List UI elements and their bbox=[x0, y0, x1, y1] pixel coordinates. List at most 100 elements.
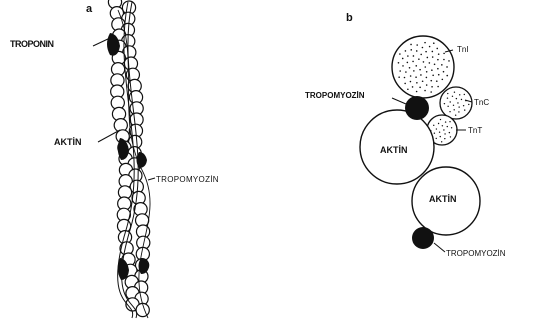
panel-b-label-aktin-2: AKTİN bbox=[429, 195, 457, 204]
stipple-dot bbox=[416, 91, 418, 93]
stipple-dot bbox=[463, 105, 464, 106]
stipple-dot bbox=[437, 68, 439, 70]
stipple-dot bbox=[454, 92, 455, 93]
troponin-blob bbox=[137, 152, 148, 168]
leader-line bbox=[148, 178, 155, 180]
stipple-dot bbox=[407, 62, 409, 64]
stipple-dot bbox=[433, 125, 434, 126]
stipple-dot bbox=[415, 65, 417, 67]
stipple-dot bbox=[432, 56, 434, 58]
stipple-dot bbox=[441, 141, 442, 142]
stipple-dot bbox=[456, 98, 457, 99]
stipple-dot bbox=[442, 125, 443, 126]
stipple-dot bbox=[429, 62, 431, 64]
tropomyosin-blob bbox=[412, 227, 434, 249]
stipple-dot bbox=[433, 42, 435, 44]
stipple-dot bbox=[447, 106, 448, 107]
stipple-dot bbox=[437, 86, 439, 88]
stipple-dot bbox=[447, 93, 448, 94]
stipple-dot bbox=[412, 86, 414, 88]
stipple-dot bbox=[432, 51, 434, 53]
stipple-dot bbox=[419, 69, 421, 71]
panel-a-label-troponin: TROPONIN bbox=[10, 40, 54, 49]
tropomyosin-blob bbox=[405, 96, 429, 120]
stipple-dot bbox=[434, 133, 435, 134]
stipple-dot bbox=[436, 138, 437, 139]
stipple-dot bbox=[418, 58, 420, 60]
leader-line bbox=[434, 243, 445, 252]
stipple-dot bbox=[438, 74, 440, 76]
stipple-dot bbox=[449, 132, 450, 133]
panel-b-label-tni: TnI bbox=[457, 46, 469, 54]
stipple-dot bbox=[438, 53, 440, 55]
stipple-dot bbox=[446, 66, 448, 68]
stipple-dot bbox=[430, 80, 432, 82]
stipple-dot bbox=[420, 54, 422, 56]
stipple-dot bbox=[449, 111, 450, 112]
stipple-dot bbox=[410, 75, 412, 77]
stipple-dot bbox=[443, 129, 444, 130]
stipple-dot bbox=[405, 50, 407, 52]
stipple-dot bbox=[413, 70, 415, 72]
tni-subunit bbox=[392, 36, 454, 98]
stipple-dot bbox=[439, 132, 440, 133]
leader-line bbox=[392, 98, 406, 104]
stipple-dot bbox=[420, 74, 422, 76]
stipple-dot bbox=[455, 115, 456, 116]
stipple-dot bbox=[426, 71, 428, 73]
stipple-dot bbox=[415, 76, 417, 78]
stipple-dot bbox=[443, 59, 445, 61]
stipple-dot bbox=[444, 138, 445, 139]
panel-b-label-aktin-1: AKTİN bbox=[380, 146, 408, 155]
stipple-dot bbox=[407, 55, 409, 57]
stipple-dot bbox=[402, 65, 404, 67]
stipple-dot bbox=[422, 47, 424, 49]
stipple-dot bbox=[444, 133, 445, 134]
stipple-dot bbox=[425, 51, 427, 53]
stipple-dot bbox=[440, 119, 441, 120]
stipple-dot bbox=[424, 90, 426, 92]
stipple-dot bbox=[431, 86, 433, 88]
stipple-dot bbox=[410, 44, 412, 46]
panel-b-label-tropomyozin-bottom: TROPOMYOZİN bbox=[446, 250, 506, 258]
stipple-dot bbox=[459, 94, 460, 95]
stipple-dot bbox=[413, 55, 415, 57]
stipple-dot bbox=[412, 61, 414, 63]
stipple-dot bbox=[405, 71, 407, 73]
stipple-dot bbox=[448, 60, 450, 62]
stipple-dot bbox=[442, 79, 444, 81]
panel-b-label-tnt: TnT bbox=[468, 127, 482, 135]
stipple-dot bbox=[416, 44, 418, 46]
stipple-dot bbox=[404, 77, 406, 79]
panel-b-cross-section bbox=[360, 36, 480, 252]
stipple-dot bbox=[437, 59, 439, 61]
stipple-dot bbox=[451, 127, 452, 128]
stipple-dot bbox=[399, 70, 401, 72]
stipple-dot bbox=[468, 104, 469, 105]
panel-b-label-tropomyozin-top: TROPOMYOZİN bbox=[305, 92, 365, 100]
stipple-dot bbox=[441, 64, 443, 66]
stipple-dot bbox=[404, 83, 406, 85]
stipple-dot bbox=[427, 57, 429, 59]
stipple-dot bbox=[407, 88, 409, 90]
stipple-dot bbox=[432, 74, 434, 76]
stipple-dot bbox=[464, 94, 465, 95]
stipple-dot bbox=[409, 67, 411, 69]
stipple-dot bbox=[398, 76, 400, 78]
panel-a-label-aktin: AKTİN bbox=[54, 138, 82, 147]
stipple-dot bbox=[443, 53, 445, 55]
stipple-dot bbox=[452, 96, 453, 97]
panel-b-letter: b bbox=[346, 13, 353, 24]
stipple-dot bbox=[457, 102, 458, 103]
stipple-dot bbox=[431, 69, 433, 71]
panel-b-label-tnc: TnC bbox=[474, 99, 489, 107]
stipple-dot bbox=[454, 109, 455, 110]
stipple-dot bbox=[453, 105, 454, 106]
stipple-dot bbox=[419, 87, 421, 89]
stipple-dot bbox=[402, 58, 404, 60]
panel-a-letter: a bbox=[86, 4, 92, 15]
stipple-dot bbox=[399, 53, 401, 55]
stipple-dot bbox=[426, 77, 428, 79]
stipple-dot bbox=[445, 121, 446, 122]
